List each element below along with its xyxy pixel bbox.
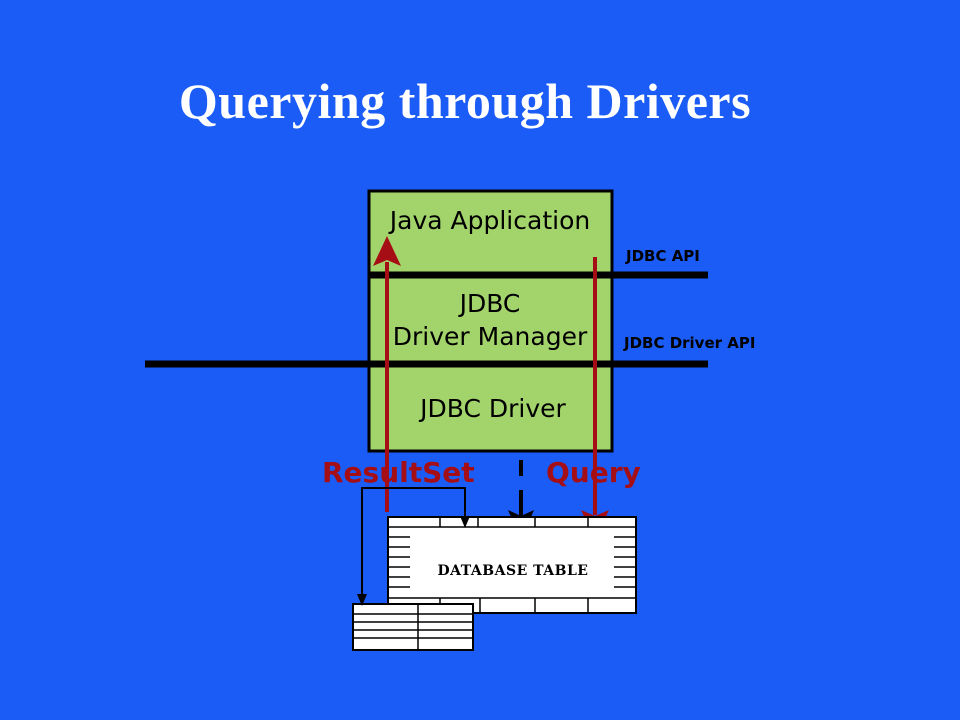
- layer-jdbc-driver: JDBC Driver: [418, 394, 566, 423]
- layer-driver-manager: Driver Manager: [393, 322, 588, 351]
- resultset-table: [352, 603, 474, 651]
- label-query: Query: [546, 456, 641, 489]
- database-table: DATABASE TABLE: [387, 516, 637, 614]
- database-table-label: DATABASE TABLE: [438, 563, 589, 579]
- layer-jdbc: JDBC: [458, 289, 521, 318]
- slide-title: Querying through Drivers: [178, 73, 752, 129]
- label-jdbc-api: JDBC API: [625, 247, 700, 265]
- layer-java-application: Java Application: [388, 206, 590, 235]
- resultset-connector: [357, 487, 470, 606]
- label-resultset: ResultSet: [322, 456, 475, 489]
- label-jdbc-driver-api: JDBC Driver API: [623, 334, 755, 352]
- driver-stack-box: [367, 189, 614, 453]
- resultset-arrow: [373, 236, 401, 512]
